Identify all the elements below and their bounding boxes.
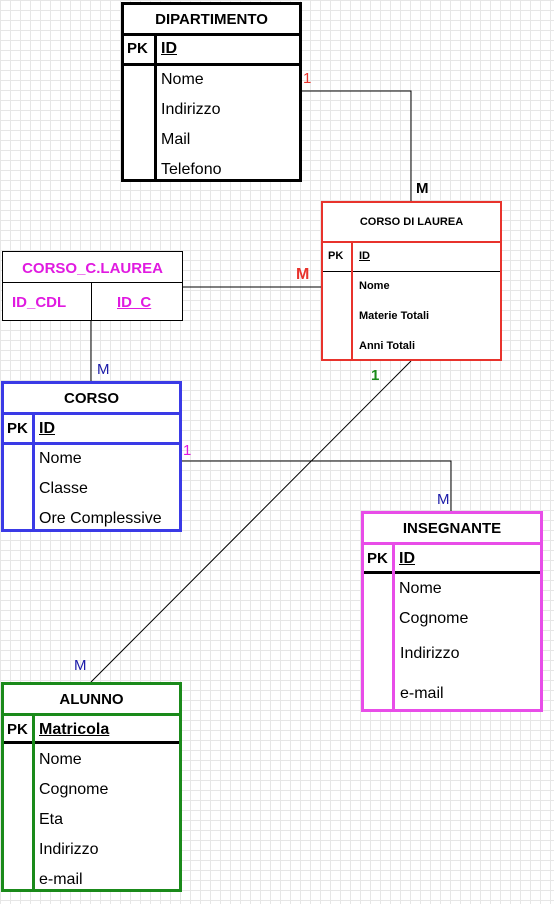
pk-field: ID: [359, 250, 370, 262]
fk-field-id-cdl: ID_CDL: [12, 294, 67, 311]
pk-label: PK: [7, 721, 28, 738]
field: Nome: [399, 580, 442, 597]
pk-label: PK: [367, 550, 388, 567]
cardinality-corso-di-laurea-many-left: M: [296, 266, 310, 283]
entity-title: INSEGNANTE: [402, 520, 502, 537]
entity-corso[interactable]: CORSO PK ID Nome Classe Ore Complessive: [1, 381, 182, 532]
pk-field: Matricola: [39, 721, 110, 738]
cardinality-corso-many: M: [97, 361, 110, 378]
field: e-mail: [39, 871, 83, 888]
field: Indirizzo: [39, 841, 99, 858]
cardinality-alunno-many: M: [74, 657, 87, 674]
field: Classe: [39, 480, 88, 497]
field: Nome: [39, 450, 82, 467]
pk-label: PK: [7, 420, 28, 437]
entity-corso-c-laurea[interactable]: CORSO_C.LAUREA ID_CDL ID_C: [2, 251, 183, 321]
pk-field: ID: [161, 40, 177, 57]
entity-title: CORSO: [63, 390, 119, 407]
field: Nome: [359, 280, 390, 292]
pk-label: PK: [328, 250, 344, 262]
entity-title: DIPARTIMENTO: [155, 11, 268, 28]
field: Ore Complessive: [39, 510, 162, 527]
field: Cognome: [39, 781, 109, 798]
field: e-mail: [400, 685, 444, 702]
pk-field: ID: [39, 420, 55, 437]
entity-alunno[interactable]: ALUNNO PK Matricola Nome Cognome Eta Ind…: [1, 682, 182, 892]
relation-dipartimento-corso-di-laurea: [302, 90, 412, 201]
field: Indirizzo: [161, 101, 221, 118]
entity-dipartimento[interactable]: DIPARTIMENTO PK ID Nome Indirizzo Mail T…: [121, 2, 302, 182]
field: Cognome: [399, 610, 469, 627]
field: Mail: [161, 131, 191, 148]
field: Anni Totali: [359, 340, 416, 352]
cardinality-corso-one: 1: [183, 442, 192, 459]
entity-corso-di-laurea[interactable]: CORSO DI LAUREA PK ID Nome Materie Total…: [321, 201, 502, 361]
relation-corso-insegnante: [182, 460, 452, 511]
field: Telefono: [161, 161, 222, 178]
cardinality-corso-di-laurea-one: 1: [371, 367, 380, 384]
fk-field-id-c: ID_C: [117, 294, 152, 311]
field: Eta: [39, 811, 64, 828]
entity-title: CORSO_C.LAUREA: [22, 260, 163, 277]
entity-title: CORSO DI LAUREA: [359, 216, 464, 228]
entity-insegnante[interactable]: INSEGNANTE PK ID Nome Cognome Indirizzo …: [361, 511, 543, 712]
entity-title: ALUNNO: [59, 691, 124, 708]
field: Nome: [39, 751, 82, 768]
relation-corso-di-laurea-alunno: [90, 360, 412, 683]
field: Materie Totali: [359, 310, 430, 322]
cardinality-corso-di-laurea-many-top: M: [416, 180, 429, 197]
field: Indirizzo: [400, 645, 460, 662]
cardinality-dipartimento-one: 1: [303, 70, 312, 87]
pk-label: PK: [127, 40, 148, 57]
pk-field: ID: [399, 550, 415, 567]
field: Nome: [161, 71, 204, 88]
cardinality-insegnante-many: M: [437, 491, 450, 508]
